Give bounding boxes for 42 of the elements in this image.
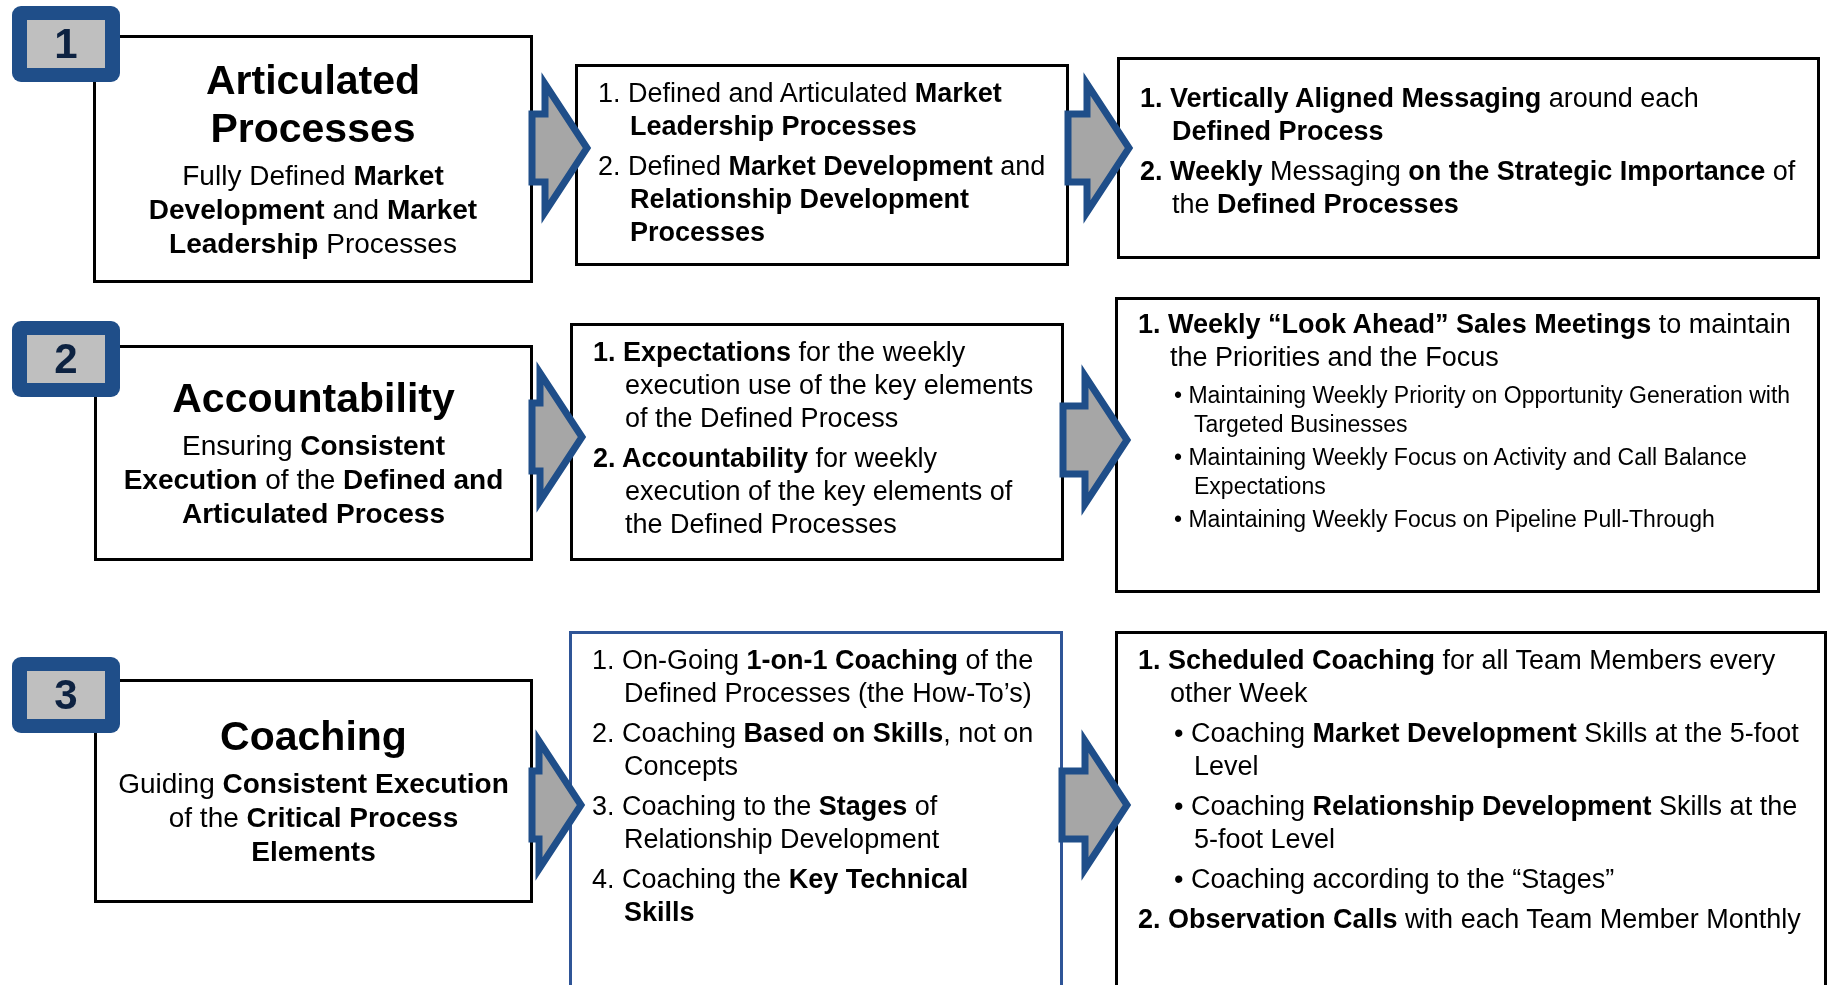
bullet-item: • Coaching according to the “Stages”	[1173, 862, 1616, 896]
step-badge	[12, 657, 120, 733]
list-box	[569, 631, 1063, 985]
stage-description: Ensuring Consistent Execution of the Defined and Articulated Process	[122, 428, 505, 532]
list-item: 2. Observation Calls with each Team Member Monthly	[1138, 902, 1802, 936]
list-item: 1. Scheduled Coaching for all Team Members every other Week	[1138, 644, 1777, 710]
list-box	[575, 64, 1069, 266]
block-arrow	[1059, 364, 1132, 516]
stage-title: Articulated Processes	[204, 56, 422, 153]
list-box	[1117, 57, 1820, 259]
stage-box	[94, 679, 533, 903]
stage-description: Guiding Consistent Execution of the Critical Process Elements	[117, 766, 510, 870]
list-box	[570, 323, 1064, 561]
stage-title: Coaching	[220, 712, 407, 761]
bullet-item: • Maintaining Weekly Focus on Pipeline Pull-Through	[1173, 504, 1716, 534]
list-item: 1. Weekly “Look Ahead” Sales Meetings to maintain the Priorities and the Focus	[1138, 308, 1792, 374]
block-arrow	[1058, 729, 1132, 881]
stage-title: Accountability	[172, 374, 455, 423]
block-arrow	[528, 729, 586, 881]
list-item: 4. Coaching the Key Technical Skills	[592, 862, 970, 929]
block-arrow	[528, 72, 592, 224]
bullet-item: • Coaching Relationship Development Skills at the 5-foot Level	[1173, 789, 1799, 856]
step-badge	[12, 6, 120, 82]
step-number: 3	[27, 671, 105, 719]
list-item: 2. Weekly Messaging on the Strategic Importance of the Defined Processes	[1140, 154, 1797, 221]
step-badge	[12, 321, 120, 397]
step-number: 2	[27, 335, 105, 383]
list-item: 2. Accountability for weekly execution of the key elements of the Defined Processes	[593, 441, 1014, 541]
stage-box	[93, 35, 533, 283]
list-box	[1115, 297, 1820, 593]
bullet-item: • Coaching Market Development Skills at the 5-foot Level	[1173, 716, 1800, 783]
list-item: 3. Coaching to the Stages of Relationship Development	[592, 789, 941, 856]
stage-box	[94, 345, 533, 561]
stage-description: Fully Defined Market Development and Market Leadership Processes	[147, 158, 479, 262]
bullet-item: • Maintaining Weekly Focus on Activity and Call Balance Expectations	[1173, 442, 1748, 502]
list-item: 1. On-Going 1-on-1 Coaching of the Defined Processes (the How-To’s)	[592, 644, 1035, 710]
list-item: 2. Defined Market Development and Relationship Development Processes	[598, 149, 1047, 249]
bullet-item: • Maintaining Weekly Priority on Opportunity Generation with Targeted Businesses	[1173, 380, 1792, 440]
list-box	[1115, 631, 1827, 985]
block-arrow	[1064, 72, 1134, 224]
block-arrow	[528, 361, 587, 513]
step-number: 1	[27, 20, 105, 68]
